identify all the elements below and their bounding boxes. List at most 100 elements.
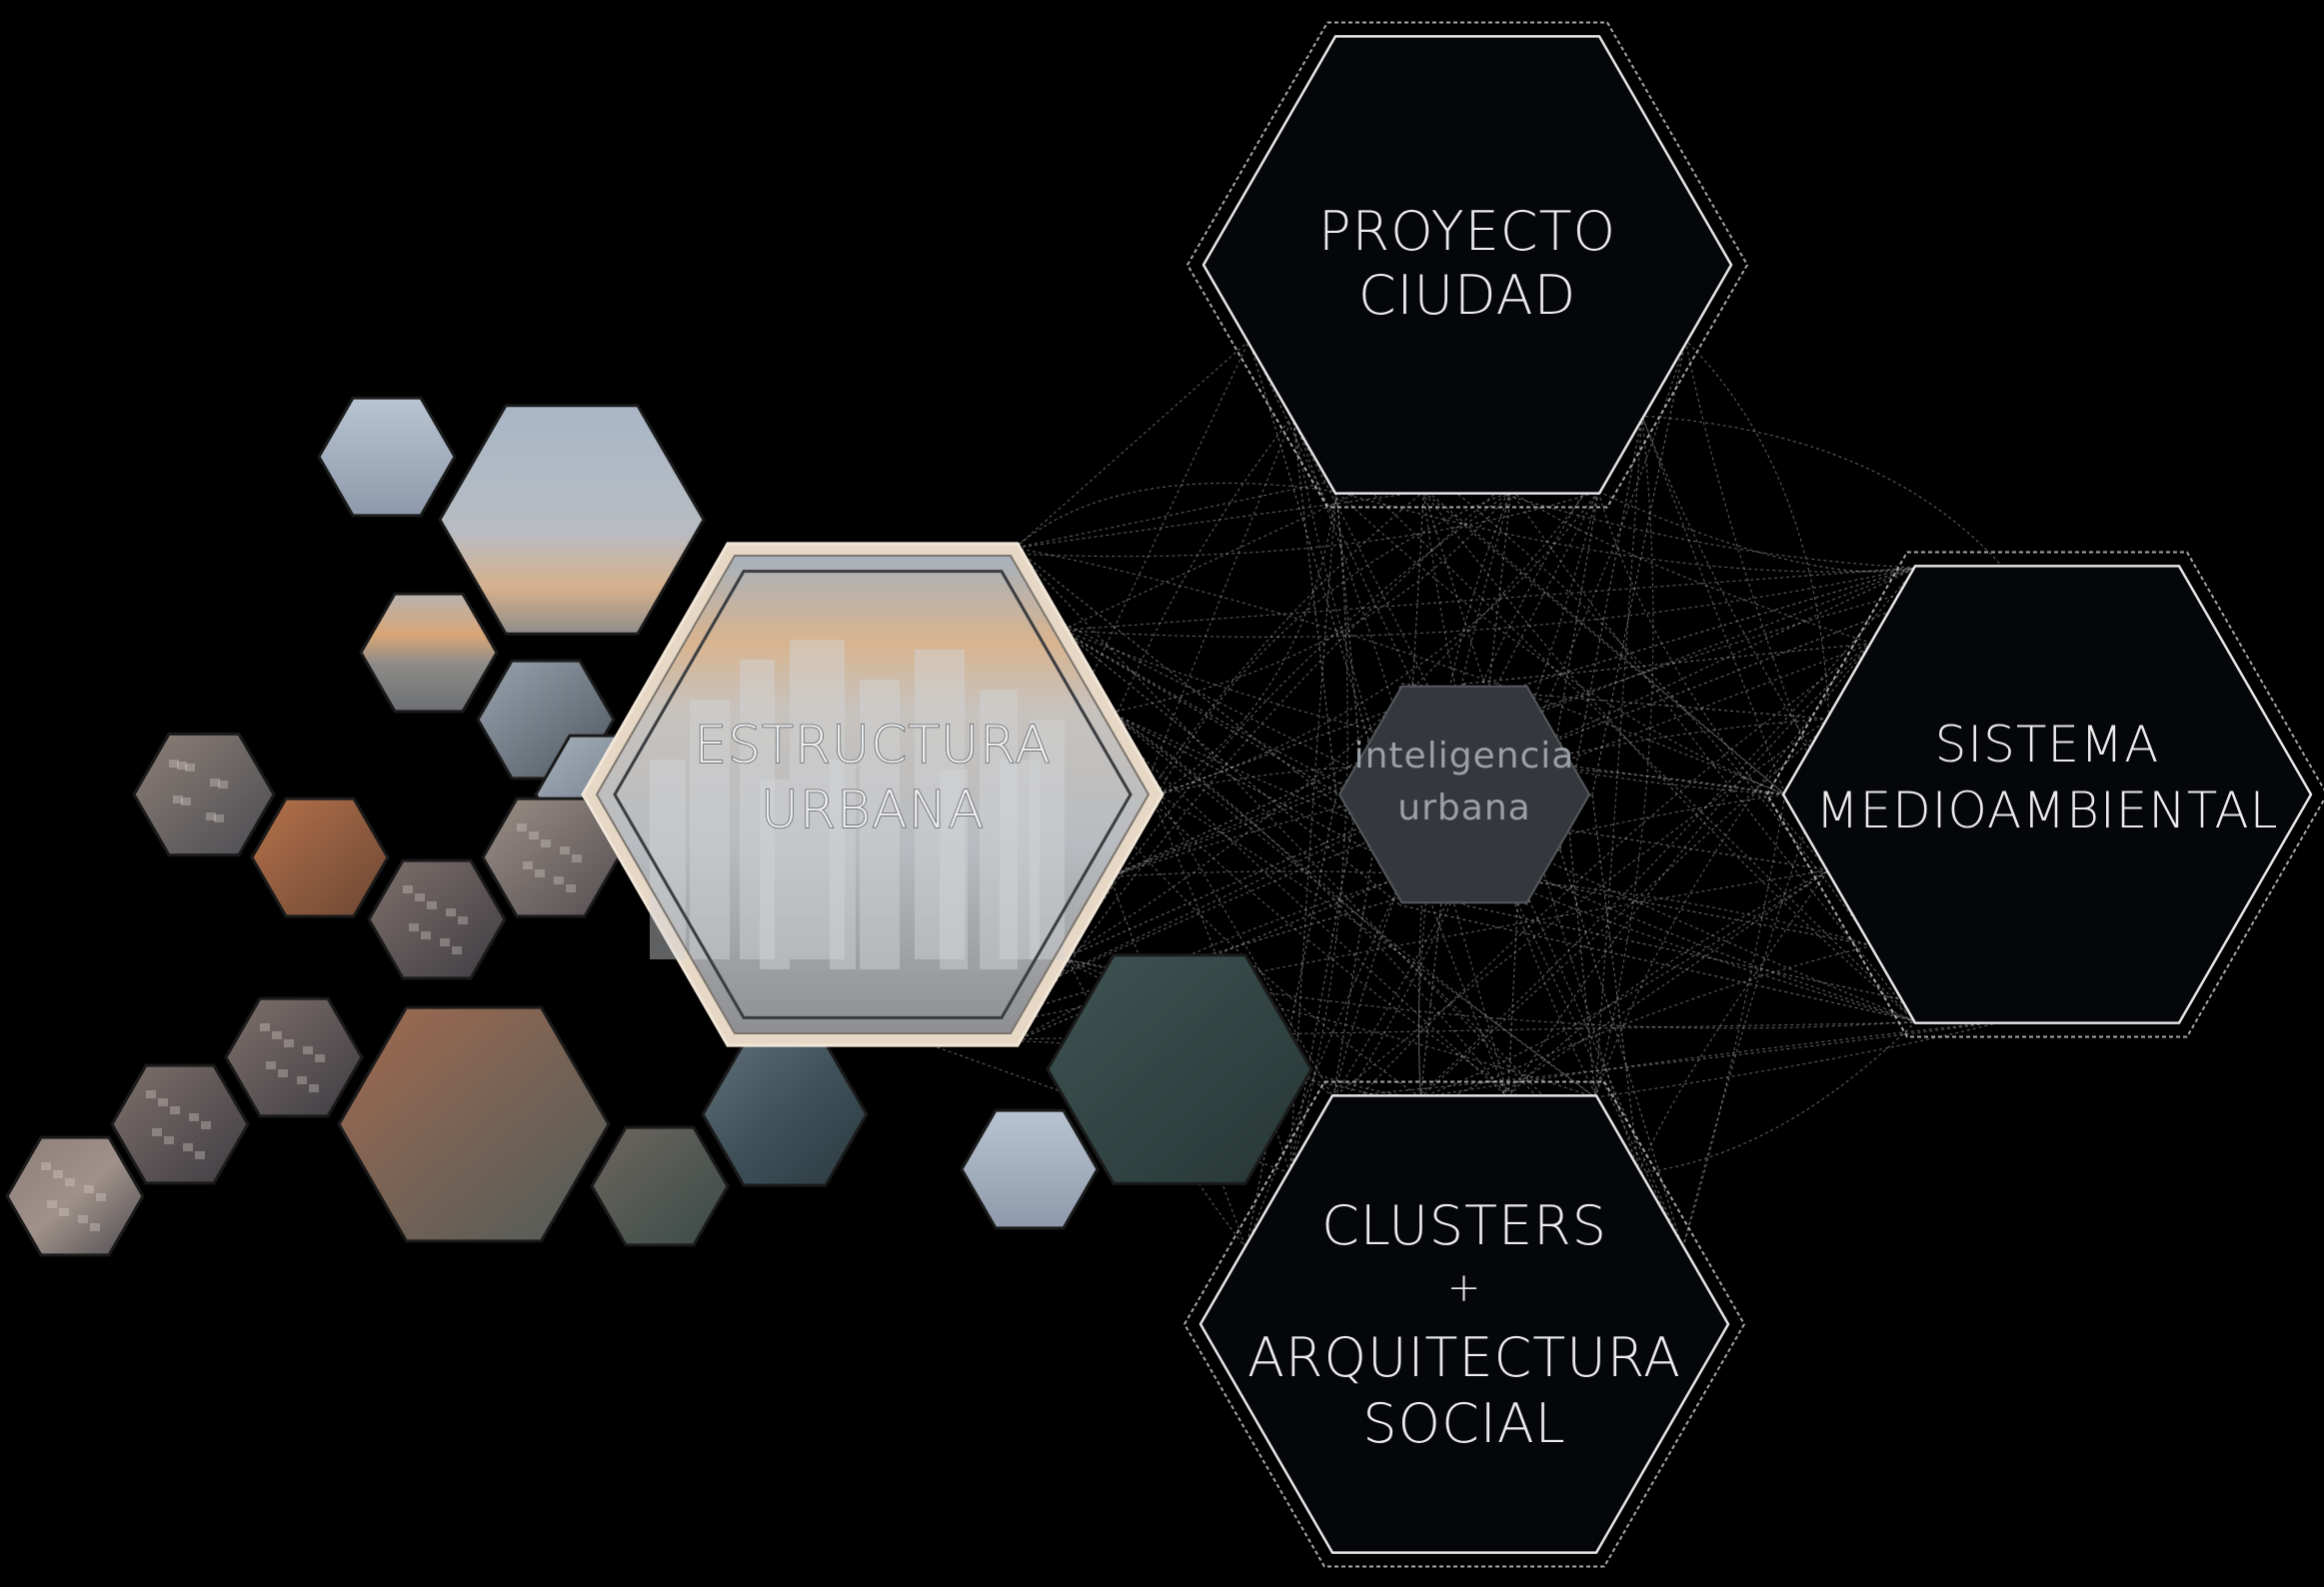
connection-line-33 <box>1422 491 1917 1022</box>
connection-line-110 <box>1110 567 1917 877</box>
rooftop-mark <box>78 1215 88 1223</box>
connection-line-16 <box>1015 340 1686 1042</box>
skyline-building-11 <box>940 770 968 969</box>
inteligencia-urbana-hexagon <box>1337 685 1591 904</box>
rooftop-mark <box>415 893 425 901</box>
rooftop-mark <box>218 781 228 789</box>
skyline-building-0 <box>690 700 730 959</box>
node-top-line-2: CIUDAD <box>1358 264 1576 327</box>
rooftop-mark <box>284 1039 294 1047</box>
photo-tile-sunset-skyline <box>359 592 499 714</box>
connection-line-116 <box>1062 567 1917 632</box>
rooftop-mark <box>195 1151 205 1159</box>
skyline-building-5 <box>980 690 1018 969</box>
photo-tile-rooftops <box>110 1063 250 1185</box>
connection-line-123 <box>920 547 1509 1098</box>
skyline-building-7 <box>650 760 686 959</box>
connection-line-13 <box>1288 491 1348 1173</box>
rooftop-mark <box>523 861 533 869</box>
estructura-urbana-inner-border <box>613 570 1133 1019</box>
rooftop-mark <box>170 1106 180 1114</box>
estructura-urbana-photo-edge <box>595 555 1151 1034</box>
connection-line-106 <box>1015 482 1337 549</box>
proyecto-ciudad-hexagon-outer <box>1185 21 1749 509</box>
skyline-building-10 <box>830 760 856 969</box>
connection-line-66 <box>1527 567 1917 685</box>
node-center-line-2: urbana <box>1397 788 1530 828</box>
connection-line-115 <box>1015 547 1786 795</box>
photo-tile-riverside-block <box>337 1005 611 1243</box>
rooftop-mark <box>560 846 570 854</box>
node-bottom-line-1: CLUSTERS <box>1321 1194 1607 1257</box>
node-right-line-1: SISTEMA <box>1935 716 2160 774</box>
connection-line-125 <box>1062 630 1334 1098</box>
connection-line-77 <box>1288 643 1873 1174</box>
connection-line-60 <box>1399 904 1917 1022</box>
rooftop-mark <box>214 814 224 822</box>
sistema-medioambiental-hexagon-outer <box>1765 551 2324 1038</box>
connection-line-74 <box>1422 491 1640 1173</box>
rooftop-mark <box>201 1121 211 1129</box>
connection-line-5 <box>1335 491 1917 573</box>
connection-line-113 <box>920 567 1917 1042</box>
connection-line-88 <box>1110 712 1509 1098</box>
skyline-building-8 <box>1000 760 1040 959</box>
node-bottom-line-4: SOCIAL <box>1362 1392 1565 1455</box>
node-bottom-line-2: + <box>1447 1265 1482 1311</box>
connection-line-15 <box>1248 340 1683 1249</box>
rooftop-mark <box>440 938 450 946</box>
photo-tile-sky-sunset <box>438 404 706 636</box>
rooftop-mark <box>452 946 462 954</box>
rooftop-mark <box>427 901 437 909</box>
connection-line-100 <box>1157 491 1511 795</box>
node-left-line-2: URBANA <box>761 781 985 840</box>
skyline-building-9 <box>760 780 790 969</box>
rooftop-mark <box>303 1046 313 1054</box>
rooftop-mark <box>158 1098 168 1106</box>
rooftop-mark <box>96 1193 106 1201</box>
connection-line-35 <box>1597 491 1830 870</box>
rooftop-mark <box>541 839 551 847</box>
connection-line-44 <box>1507 869 1829 1098</box>
connection-line-65 <box>1463 643 1873 685</box>
connection-line-126 <box>1110 712 1596 1098</box>
connection-line-6 <box>1291 415 1917 1022</box>
connection-line-36 <box>1335 491 1786 795</box>
connection-line-24 <box>1591 340 1686 795</box>
connection-line-102 <box>1062 415 1643 959</box>
connection-line-9 <box>1594 416 1643 1098</box>
photo-tile-river-bridge <box>701 1041 869 1187</box>
photo-tile-sky-dusk <box>317 396 457 518</box>
rooftop-mark <box>572 854 582 862</box>
rooftop-mark <box>47 1200 57 1208</box>
rooftop-mark <box>315 1054 325 1062</box>
connection-line-69 <box>1288 491 1337 1173</box>
rooftop-mark <box>278 1069 288 1077</box>
photo-tile-apartment-block <box>250 796 390 918</box>
connection-line-81 <box>1594 1020 2004 1098</box>
rooftop-mark <box>517 823 527 831</box>
connection-line-73 <box>1594 416 1654 1098</box>
rooftop-mark <box>185 764 195 772</box>
rooftop-mark <box>529 831 539 839</box>
rooftop-mark <box>41 1162 51 1170</box>
rooftop-mark <box>189 1113 199 1121</box>
connection-line-37 <box>1684 340 1830 720</box>
node-sistema-medioambiental: SISTEMA MEDIOAMBIENTAL <box>1765 551 2324 1038</box>
rooftop-mark <box>566 884 576 892</box>
rooftop-mark <box>146 1090 156 1098</box>
connection-line-54 <box>1062 629 1786 795</box>
connection-line-79 <box>1420 869 1830 1098</box>
node-bottom-line-3: ARQUITECTURA <box>1247 1326 1681 1389</box>
skyline-building-2 <box>790 640 845 959</box>
connection-line-135 <box>1110 712 1369 850</box>
node-center-line-1: inteligencia <box>1354 736 1575 777</box>
rooftop-mark <box>90 1223 100 1231</box>
connection-line-70 <box>1332 340 1686 1098</box>
connection-line-46 <box>1332 718 1830 1098</box>
rooftop-mark <box>266 1061 276 1069</box>
rooftop-mark <box>272 1031 282 1039</box>
rooftop-mark <box>535 869 545 877</box>
photo-tile-water <box>1046 953 1313 1185</box>
